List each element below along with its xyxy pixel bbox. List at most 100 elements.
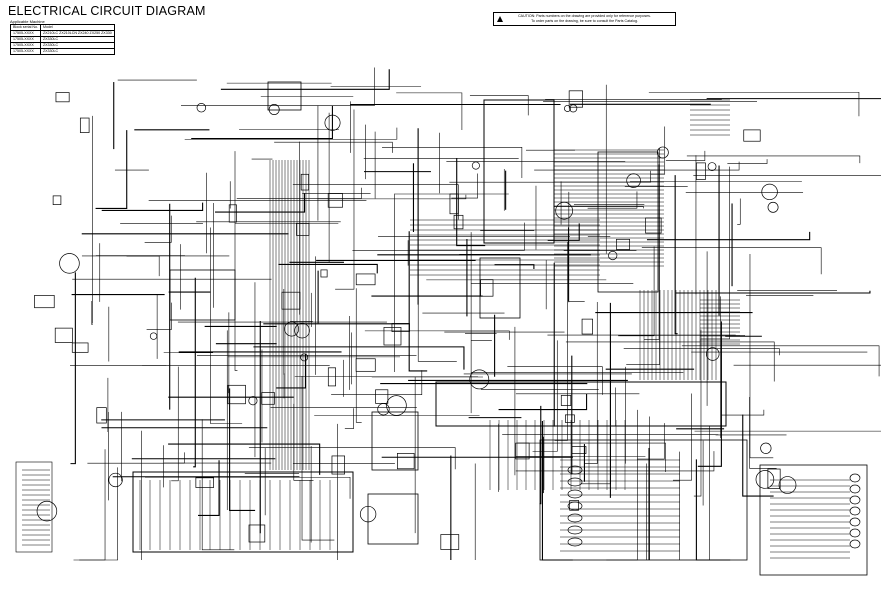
connector-icon (849, 528, 861, 538)
wire (87, 452, 185, 464)
component-box (267, 81, 302, 111)
component-symbol (469, 369, 490, 390)
component-symbol (248, 396, 258, 406)
warning-icon (497, 16, 503, 22)
harness-block (539, 439, 748, 561)
wire (709, 426, 728, 561)
component-symbol (71, 342, 89, 353)
connector-icon (567, 525, 583, 535)
component-symbol (375, 389, 389, 404)
component-symbol (327, 193, 343, 208)
cell: ZX330LC (39, 48, 115, 55)
component-symbol (300, 353, 309, 362)
component-symbol (331, 455, 345, 475)
component-symbol (96, 407, 107, 424)
wire (554, 241, 568, 441)
wire (396, 92, 463, 131)
component-symbol (327, 367, 336, 387)
component-symbol (696, 162, 706, 180)
connector-icon (567, 477, 583, 487)
component-symbol (449, 193, 459, 215)
wire (301, 375, 335, 541)
wire (700, 166, 730, 340)
connector-icon (849, 517, 861, 527)
wire (749, 253, 774, 459)
wire (408, 231, 428, 372)
wire (382, 147, 523, 179)
wire (742, 414, 774, 497)
wire (587, 191, 638, 209)
component-symbol (195, 477, 214, 488)
wire (648, 91, 860, 117)
component-symbol (707, 162, 717, 171)
wire (565, 341, 775, 382)
wire (449, 170, 651, 183)
component-symbol (268, 104, 280, 115)
applicable-machine-label: Applicable Machine (10, 19, 45, 24)
component-symbol (320, 269, 328, 278)
wire (547, 223, 580, 241)
wire (515, 451, 715, 472)
wire (580, 330, 611, 485)
component-symbol (626, 173, 641, 188)
wire (210, 227, 243, 424)
component-symbol (300, 173, 309, 191)
component-box (367, 493, 419, 545)
component-symbol (54, 327, 73, 343)
wire (606, 409, 638, 561)
component-symbol (386, 395, 407, 416)
wire (681, 345, 880, 377)
wire (532, 340, 558, 452)
component-symbol (52, 195, 62, 205)
component-symbol (564, 104, 572, 112)
caution-note: CAUTION: Parts numbers on the drawing ar… (493, 12, 676, 26)
component-symbol (108, 472, 123, 488)
wire (278, 263, 378, 274)
wire (144, 215, 172, 243)
wire (554, 206, 644, 209)
wire (456, 158, 486, 247)
wire (146, 302, 172, 330)
component-symbol (440, 534, 460, 550)
component-box (169, 269, 236, 321)
component-symbol (761, 183, 778, 201)
wire (517, 442, 666, 472)
wire (215, 193, 306, 213)
component-symbol (397, 453, 415, 470)
unit-block (479, 257, 521, 319)
component-symbol (743, 129, 761, 142)
component-symbol (294, 322, 310, 339)
component-symbol (565, 414, 575, 423)
wire (695, 459, 731, 561)
wire (171, 366, 179, 482)
component-symbol (656, 146, 669, 159)
component-symbol (228, 204, 237, 223)
wire (191, 105, 333, 140)
connector-icon (567, 513, 583, 523)
component-symbol (383, 327, 402, 346)
connector-icon (567, 489, 583, 499)
wire (91, 300, 93, 325)
component-symbol (355, 273, 376, 286)
component-symbol (79, 117, 90, 133)
component-symbol (248, 524, 266, 543)
connector-icon (567, 501, 583, 511)
wire (530, 387, 616, 427)
wire (168, 443, 321, 475)
wire (494, 264, 535, 269)
connector-icon (849, 539, 861, 549)
caution-line-1: CAUTION: Parts numbers on the drawing ar… (518, 14, 651, 18)
wire (697, 321, 722, 467)
component-symbol (767, 468, 781, 489)
component-symbol (196, 102, 207, 113)
component-symbol (359, 505, 377, 523)
wire (344, 408, 354, 429)
connector-table (15, 461, 53, 553)
connector-icon (849, 484, 861, 494)
wire (626, 148, 660, 365)
component-symbol (560, 395, 572, 406)
wire (355, 288, 362, 423)
component-symbol (767, 201, 779, 213)
wire (79, 467, 118, 561)
